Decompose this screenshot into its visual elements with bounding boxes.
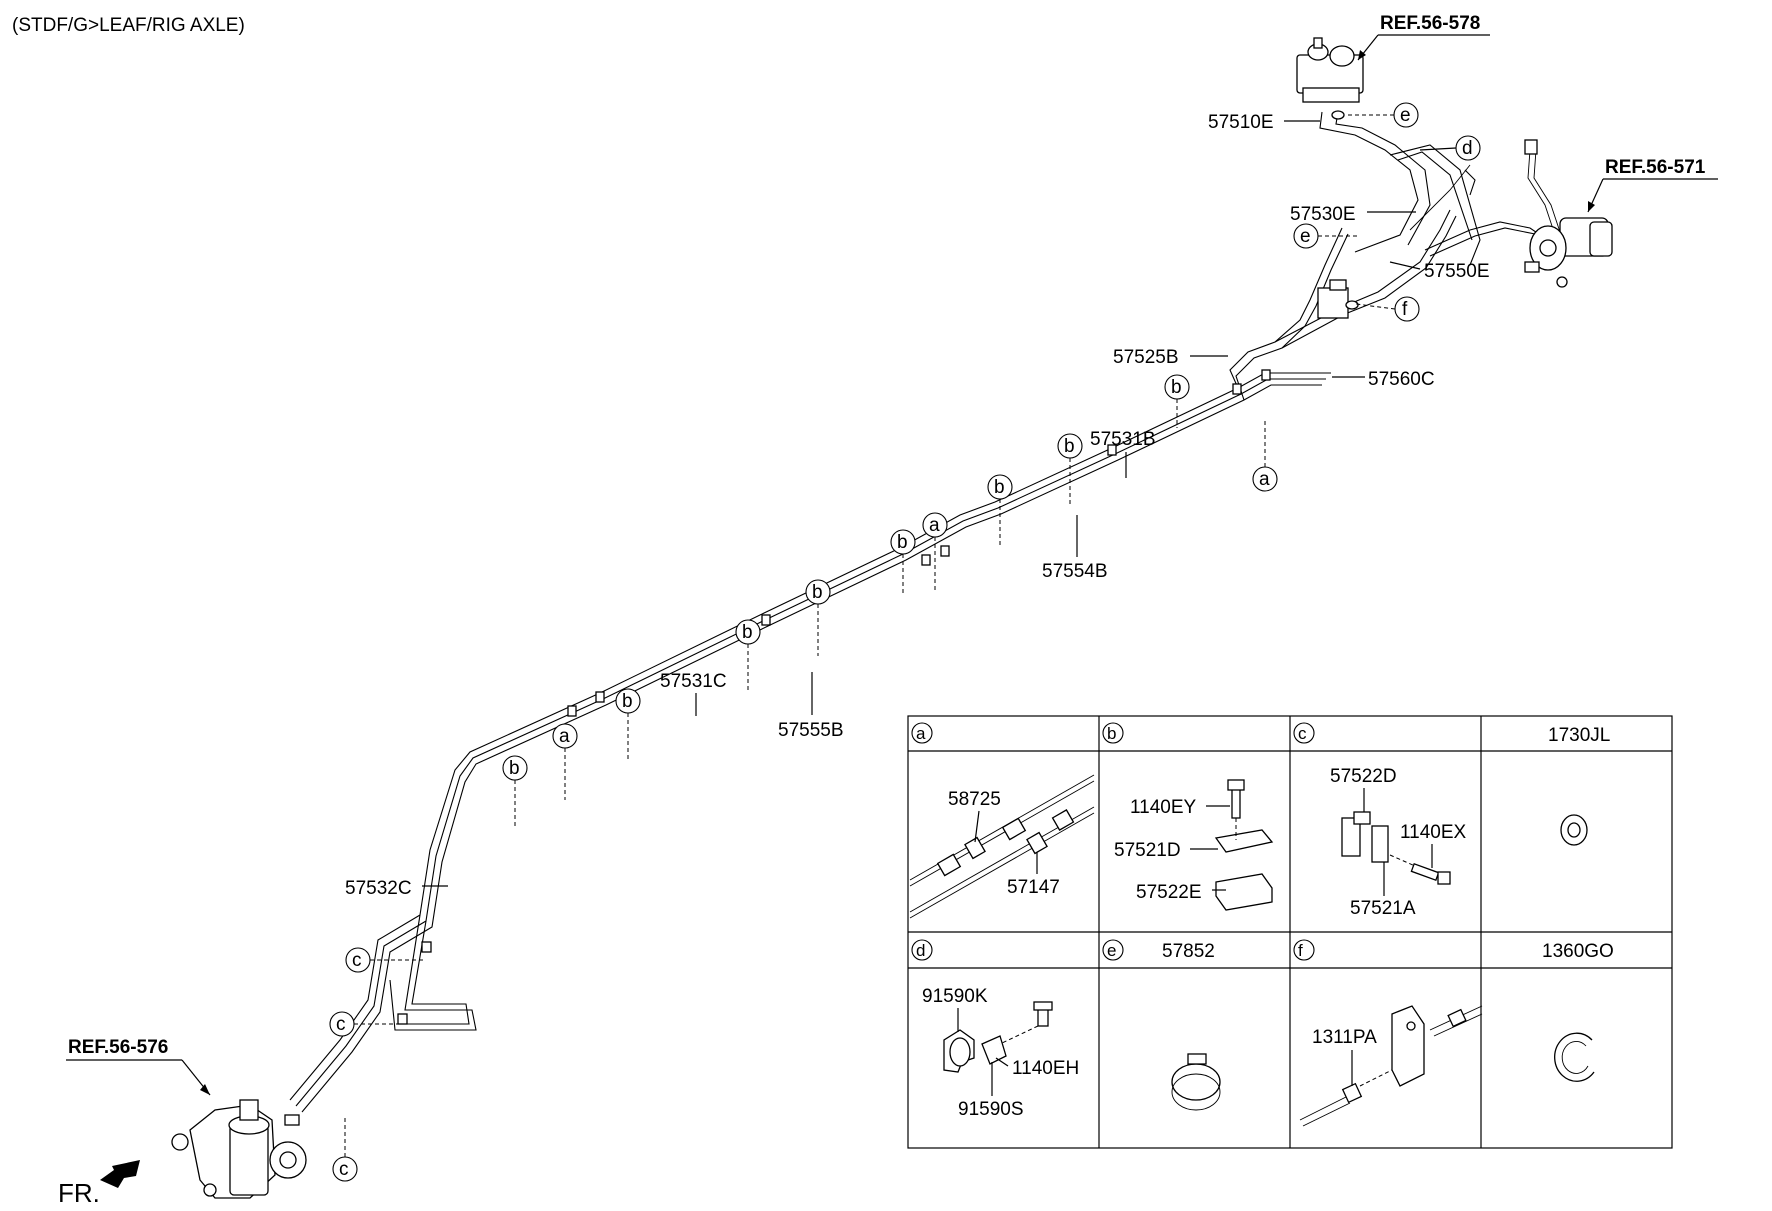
label-57530E: 57530E	[1290, 204, 1356, 225]
label-57554B: 57554B	[1042, 561, 1108, 582]
diagram-title: (STDF/G>LEAF/RIG AXLE)	[12, 15, 245, 36]
table-cell-c-letter: c	[1298, 724, 1307, 743]
hose-clamp-illustration	[1171, 1053, 1221, 1111]
label-57555B: 57555B	[778, 720, 844, 741]
label-57550E: 57550E	[1424, 261, 1490, 282]
front-direction-label: FR.	[58, 1178, 100, 1208]
part-number-labels: 57510E 57530E 57550E 57525B 57560C 57531…	[345, 112, 1490, 899]
bottom-valve-assembly	[171, 1099, 307, 1199]
callout-d: d	[1462, 138, 1473, 159]
detail-f-illustration	[1299, 1005, 1483, 1127]
detail-a-illustration	[909, 774, 1095, 919]
table-cell-1360GO-title: 1360GO	[1542, 941, 1614, 962]
detail-d-label-1140EH: 1140EH	[1012, 1058, 1079, 1079]
label-57531B: 57531B	[1090, 429, 1156, 450]
callout-a-3: a	[559, 726, 570, 747]
callout-b-8: b	[509, 758, 520, 779]
pipe-clamps	[397, 369, 1271, 1025]
table-cell-e-letter: e	[1107, 941, 1116, 960]
label-57532C: 57532C	[345, 878, 412, 899]
label-57525B: 57525B	[1113, 347, 1179, 368]
detail-a-label-57147: 57147	[1007, 877, 1060, 898]
brake-booster	[1524, 139, 1613, 288]
detail-c-label-57522D: 57522D	[1330, 766, 1397, 787]
label-57560C: 57560C	[1368, 369, 1435, 390]
callout-b-1: b	[1171, 377, 1182, 398]
callout-a-2: a	[929, 515, 940, 536]
brake-fluid-reservoir	[1296, 37, 1364, 120]
front-arrow-icon	[100, 1160, 140, 1188]
label-57510E: 57510E	[1208, 112, 1274, 133]
detail-c-label-1140EX: 1140EX	[1400, 822, 1467, 843]
detail-table: a b c 1730JL d e 57852 f 1360GO	[907, 715, 1673, 1149]
detail-d-label-91590K: 91590K	[922, 986, 988, 1007]
callout-c-1: c	[352, 950, 362, 971]
callout-f: f	[1402, 299, 1408, 320]
detail-a-label-58725: 58725	[948, 789, 1001, 810]
detail-b-label-57521D: 57521D	[1114, 840, 1181, 861]
callout-b-7: b	[622, 691, 633, 712]
washer-illustration	[1560, 814, 1588, 846]
pipe-bracket	[1317, 279, 1359, 319]
ref-56-578-label: REF.56-578	[1380, 13, 1480, 34]
callout-b-6: b	[742, 622, 753, 643]
table-cell-a-letter: a	[916, 724, 926, 743]
table-cell-1730JL-title: 1730JL	[1548, 725, 1610, 746]
callout-b-4: b	[897, 532, 908, 553]
table-cell-b-letter: b	[1107, 724, 1116, 743]
detail-d-label-91590S: 91590S	[958, 1099, 1024, 1120]
table-cell-f-letter: f	[1298, 941, 1303, 960]
detail-d-illustration	[943, 1001, 1053, 1073]
callout-e-lower: e	[1300, 226, 1311, 247]
detail-c-label-57521A: 57521A	[1350, 898, 1416, 919]
table-cell-d-letter: d	[916, 941, 925, 960]
snap-ring-illustration	[1554, 1032, 1595, 1082]
table-cell-e-title: 57852	[1162, 941, 1215, 962]
callout-b-2: b	[1064, 436, 1075, 457]
detail-b-label-57522E: 57522E	[1136, 882, 1202, 903]
detail-c-illustration	[1341, 811, 1451, 885]
callout-b-3: b	[994, 477, 1005, 498]
brake-pipe-lines	[289, 111, 1562, 1113]
callout-c-3: c	[339, 1159, 349, 1180]
callout-b-5: b	[812, 582, 823, 603]
detail-b-illustration	[1214, 779, 1274, 911]
callout-e-top: e	[1400, 105, 1411, 126]
detail-f-label-1311PA: 1311PA	[1312, 1027, 1377, 1048]
callout-c-2: c	[336, 1014, 346, 1035]
detail-b-label-1140EY: 1140EY	[1130, 797, 1197, 818]
diagram-callouts: e d e f a a a b b b b	[329, 102, 1481, 1182]
callout-a-1: a	[1259, 469, 1270, 490]
ref-56-571-label: REF.56-571	[1605, 157, 1706, 178]
ref-56-576-label: REF.56-576	[68, 1037, 168, 1058]
label-57531C: 57531C	[660, 671, 727, 692]
